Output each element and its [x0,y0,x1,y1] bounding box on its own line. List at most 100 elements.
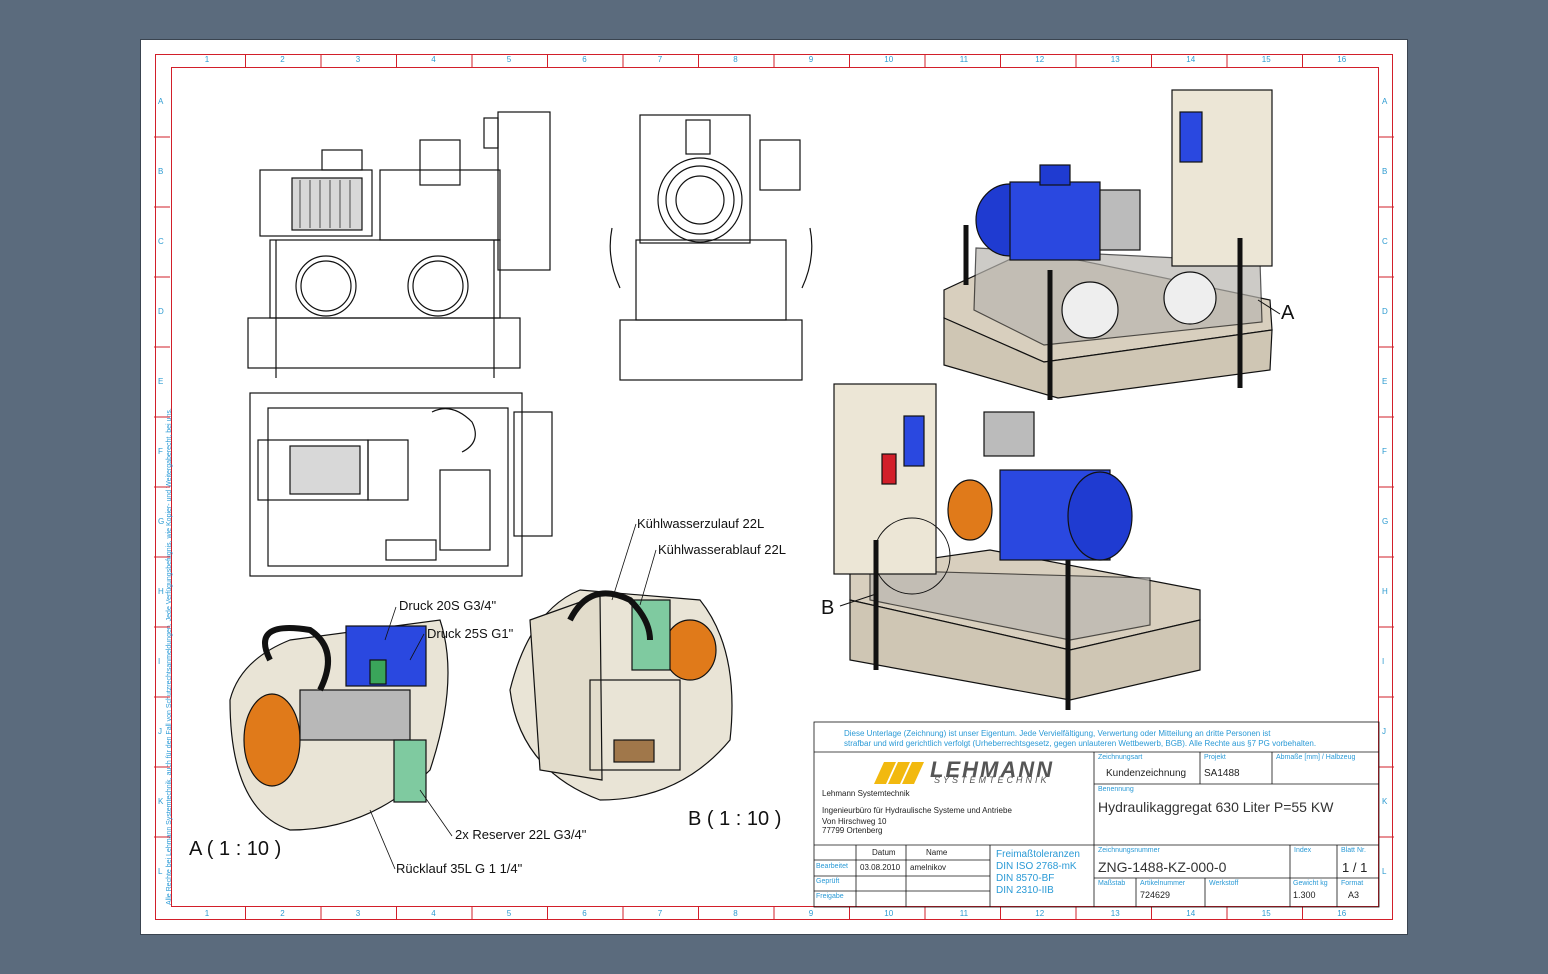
zeichnungsart-value: Kundenzeichnung [1106,768,1187,779]
notice-line-1: Diese Unterlage (Zeichnung) ist unser Ei… [844,729,1271,738]
zone-col-1: 1 [204,909,210,918]
zone-col-16: 16 [1337,909,1347,918]
detail-b-marker: B [821,597,835,619]
artikelnummer-label: Artikelnummer [1140,880,1186,887]
zone-col-4: 4 [431,55,436,64]
gewicht-value: 1.300 [1293,890,1316,900]
zone-row-L: L [158,867,163,876]
label-kuehl-zulauf: Kühlwasserzulauf 22L [637,516,765,531]
projekt-label: Projekt [1204,754,1226,761]
massstab-label: Maßstab [1098,880,1126,887]
zone-col-8: 8 [733,909,738,918]
zone-col-13: 13 [1110,909,1120,918]
zone-col-11: 11 [959,55,969,64]
datum-label: Datum [872,848,896,857]
leader-lines [369,523,657,870]
zone-row-F: F [158,447,163,456]
zone-row-C: C [1382,237,1388,246]
bearbeitet-label: Bearbeitet [816,863,848,870]
blatt-value: 1 / 1 [1342,860,1368,875]
zone-row-I: I [1382,657,1385,666]
side-view [609,114,813,381]
zeichnungsnummer-value: ZNG-1488-KZ-000-0 [1098,859,1227,875]
bearbeitet-name: amelnikov [910,863,947,872]
logo-stripes [874,762,924,784]
abmasse-label: Abmaße [mm] / Halbzeug [1276,754,1356,761]
zone-col-7: 7 [657,55,663,64]
index-label: Index [1294,847,1312,854]
zone-row-G: G [158,517,165,526]
zone-col-8: 8 [733,55,738,64]
zone-row-H: H [158,587,164,596]
detail-a [229,619,449,831]
zone-col-13: 13 [1110,55,1120,64]
zone-col-16: 16 [1337,55,1347,64]
name-label: Name [926,848,948,857]
zone-col-9: 9 [808,909,814,918]
freimass-2: DIN 8570-BF [996,873,1055,884]
zone-col-6: 6 [582,909,587,918]
front-view [247,111,551,378]
logo-main: LEHMANN [930,757,1054,782]
zone-col-14: 14 [1186,909,1196,918]
zone-row-D: D [1382,307,1388,316]
zone-col-15: 15 [1261,55,1271,64]
zone-row-A: A [1382,97,1388,106]
zone-row-A: A [158,97,164,106]
bearbeitet-datum: 03.08.2010 [860,863,901,872]
zone-col-9: 9 [808,55,814,64]
label-reserver: 2x Reserver 22L G3/4" [455,827,587,842]
detail-b [509,589,733,801]
format-value: A3 [1348,890,1360,900]
company-street: Von Hirschweg 10 [822,817,887,826]
iso-view-b [833,383,1201,710]
label-druck-20s: Druck 20S G3/4" [399,598,497,613]
zone-col-14: 14 [1186,55,1196,64]
notice-line-2: strafbar und wird gerichtlich verfolgt (… [844,739,1317,748]
zone-row-E: E [1382,377,1388,386]
zone-row-K: K [1382,797,1388,806]
freigabe-label: Freigabe [816,893,844,900]
company-desc: Ingenieurbüro für Hydraulische Systeme u… [822,806,1012,815]
zone-row-D: D [158,307,164,316]
zone-col-2: 2 [280,909,285,918]
zeichnungsart-label: Zeichnungsart [1098,754,1143,761]
company-name: Lehmann Systemtechnik [822,789,910,798]
freimass-1: DIN ISO 2768-mK [996,861,1077,872]
benennung-value: Hydraulikaggregat 630 Liter P=55 KW [1098,799,1334,815]
detail-a-marker: A [1281,302,1295,324]
label-druck-25s: Druck 25S G1" [427,626,514,641]
werkstoff-label: Werkstoff [1209,880,1239,887]
zone-col-5: 5 [506,909,512,918]
zone-row-G: G [1382,517,1389,526]
freimass-3: DIN 2310-IIB [996,885,1054,896]
zeichnungsnummer-label: Zeichnungsnummer [1098,847,1160,854]
zone-col-6: 6 [582,55,587,64]
zone-col-12: 12 [1035,909,1045,918]
zone-col-12: 12 [1035,55,1045,64]
zone-col-10: 10 [884,55,894,64]
zone-col-3: 3 [355,55,361,64]
freimass-title: Freimaßtoleranzen [996,849,1080,860]
zone-row-E: E [158,377,164,386]
title-block-lines [813,721,1380,908]
zone-col-4: 4 [431,909,436,918]
zone-row-I: I [158,657,161,666]
benennung-label: Benennung [1098,786,1134,793]
zone-row-B: B [158,167,164,176]
projekt-value: SA1488 [1204,768,1240,779]
zone-row-B: B [1382,167,1388,176]
gewicht-label: Gewicht kg [1293,880,1328,887]
zone-ticks [154,54,1394,920]
geprueft-label: Geprüft [816,878,840,885]
zone-row-H: H [1382,587,1388,596]
iso-view-a [943,89,1281,400]
zone-col-7: 7 [657,909,663,918]
label-ruecklauf: Rücklauf 35L G 1 1/4" [396,861,523,876]
zone-col-15: 15 [1261,909,1271,918]
zone-col-2: 2 [280,55,285,64]
zone-col-11: 11 [959,909,969,918]
zone-row-F: F [1382,447,1387,456]
zone-row-J: J [1382,727,1386,736]
